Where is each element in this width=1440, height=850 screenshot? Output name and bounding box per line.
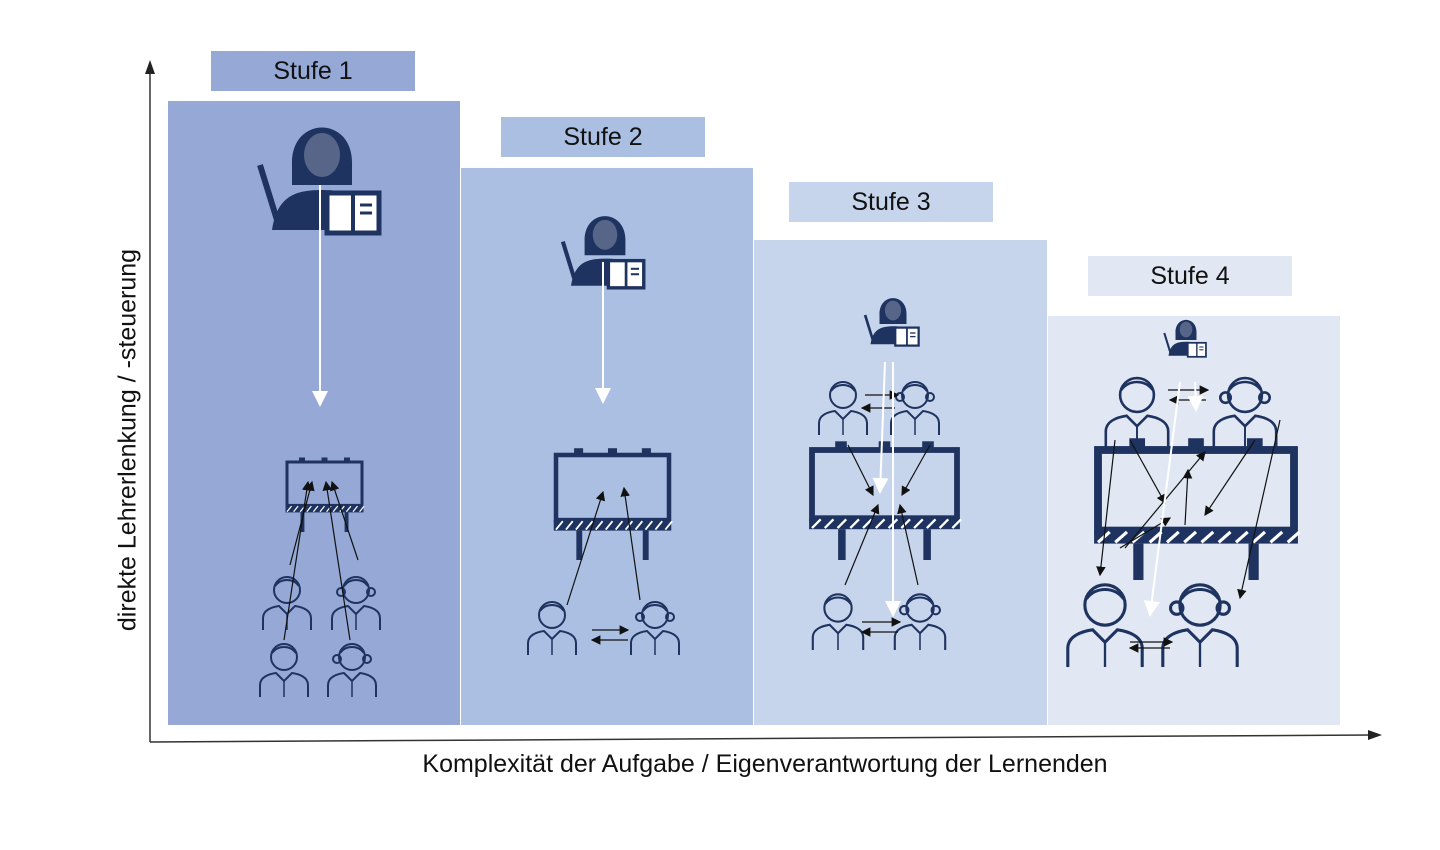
student-icon xyxy=(1212,376,1278,447)
teacher-icon xyxy=(863,298,920,347)
student-icon xyxy=(818,381,868,435)
board-icon xyxy=(553,448,673,560)
stage-3-label: Stufe 3 xyxy=(789,182,993,222)
x-axis xyxy=(149,734,1373,743)
y-axis-label: direkte Lehrerlenkung / -steuerung xyxy=(113,248,142,632)
interaction-arrow xyxy=(1187,381,1204,412)
interaction-arrow xyxy=(897,503,919,586)
stage-4-label: Stufe 4 xyxy=(1088,256,1292,296)
stage-1-label: Stufe 1 xyxy=(211,51,415,91)
interaction-arrow xyxy=(289,480,315,566)
student-icon xyxy=(527,601,577,655)
y-axis-arrowhead xyxy=(145,60,155,74)
teacher-icon xyxy=(1163,319,1207,358)
board-icon xyxy=(1094,438,1301,580)
interaction-arrow xyxy=(901,444,931,497)
interaction-arrow xyxy=(847,444,874,497)
student-icon xyxy=(811,593,865,650)
interaction-arrow xyxy=(322,480,351,641)
interaction-arrow xyxy=(844,503,880,586)
interaction-arrow xyxy=(1237,419,1281,600)
student-icon xyxy=(1066,583,1144,667)
stage-2-label: Stufe 2 xyxy=(501,117,705,157)
interaction-arrow xyxy=(620,486,641,601)
interaction-arrow xyxy=(1143,381,1181,617)
board-icon xyxy=(809,441,962,560)
student-icon xyxy=(331,576,381,630)
board-icon xyxy=(285,457,365,532)
student-icon xyxy=(259,643,309,697)
interaction-arrow xyxy=(1096,439,1116,577)
interaction-arrow xyxy=(872,361,889,494)
interaction-arrow xyxy=(1182,468,1193,526)
x-axis-label: Komplexität der Aufgabe / Eigenverantwor… xyxy=(422,750,1108,778)
interaction-arrow xyxy=(330,480,359,561)
interaction-arrow xyxy=(1129,439,1166,505)
interaction-arrow xyxy=(566,490,606,606)
x-axis-arrowhead xyxy=(1368,730,1382,740)
student-icon xyxy=(327,643,377,697)
student-icon xyxy=(893,593,947,650)
student-icon xyxy=(1104,376,1170,447)
interaction-arrow xyxy=(1204,439,1256,516)
interaction-arrow xyxy=(283,480,312,641)
teacher-icon xyxy=(257,127,382,236)
teacher-icon xyxy=(560,216,646,290)
student-icon xyxy=(890,381,940,435)
student-icon xyxy=(630,601,680,655)
student-icon xyxy=(1161,583,1239,667)
